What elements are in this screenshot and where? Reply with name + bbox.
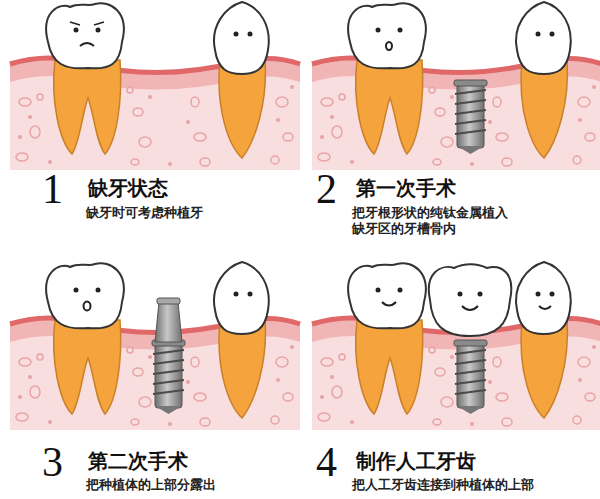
step-number: 1	[42, 168, 63, 210]
panel-first-surgery	[312, 2, 600, 170]
step-description: 把人工牙齿连接到种植体的上部	[352, 477, 534, 493]
panel-artificial-tooth	[312, 262, 600, 430]
step-number: 2	[316, 168, 337, 210]
step-heading: 缺牙状态	[88, 176, 168, 201]
step-heading: 第一次手术	[356, 176, 456, 201]
step-number: 3	[42, 441, 63, 483]
step-description: 缺牙时可考虑种植牙	[86, 205, 203, 221]
step-description: 把种植体的上部分露出	[86, 477, 216, 493]
panel-second-surgery	[10, 262, 300, 430]
step-number: 4	[316, 441, 337, 483]
step-heading: 制作人工牙齿	[356, 449, 476, 474]
step-description: 把牙根形状的纯钛金属植入 缺牙区的牙槽骨内	[352, 205, 522, 238]
panel-missing-tooth	[10, 2, 300, 170]
step-heading: 第二次手术	[88, 449, 188, 474]
